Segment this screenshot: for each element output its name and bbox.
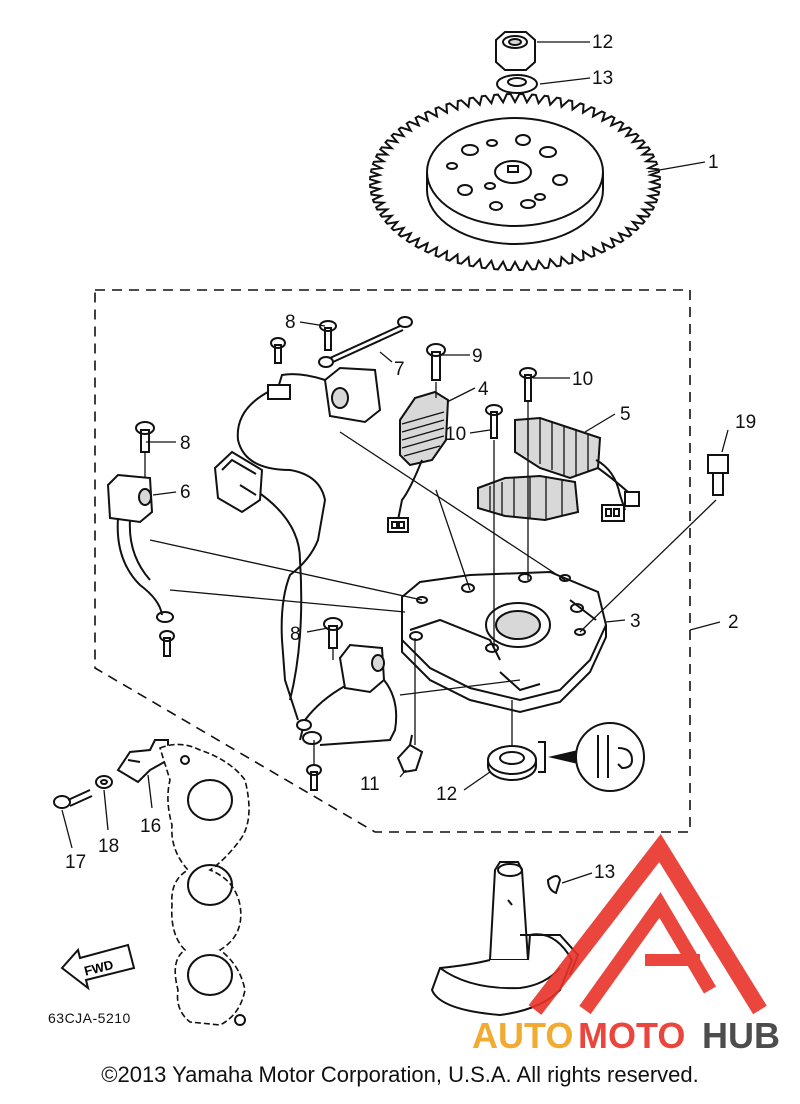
callout-7: 7 (394, 359, 405, 380)
callout-1: 1 (708, 152, 719, 173)
bolt-10-mid (485, 404, 503, 439)
callout-2: 2 (728, 612, 739, 633)
seal-detail-view (538, 722, 645, 792)
fwd-label: FWD (83, 957, 115, 979)
bolt-small-top-left (270, 337, 286, 364)
bolt-8-lower (323, 617, 343, 649)
coil-upper (267, 366, 382, 424)
callout-10-right: 10 (572, 369, 593, 390)
bolt-lower-center (306, 764, 322, 791)
copyright-footer: ©2013 Yamaha Motor Corporation, U.S.A. A… (101, 1062, 699, 1087)
callout-8-top: 8 (285, 312, 296, 333)
charge-coil (514, 416, 640, 522)
bolt-8-left (135, 421, 155, 453)
callout-4: 4 (478, 379, 489, 400)
callout-15: 13 (592, 68, 613, 89)
callout-8-lower: 8 (290, 624, 301, 645)
bolt-8-top (319, 320, 337, 351)
callout-17: 17 (65, 852, 86, 873)
callout-5: 5 (620, 404, 631, 425)
wire-clip (396, 734, 424, 774)
washer-18 (95, 775, 113, 789)
pulser-coil (387, 390, 450, 533)
bolt-lower-left (159, 630, 175, 657)
crankcase-outline (159, 743, 250, 1026)
callout-19: 19 (735, 412, 756, 433)
fwd-arrow (60, 943, 136, 991)
bolt-19 (707, 454, 729, 496)
diagram-code: 63CJA-5210 (48, 1010, 131, 1026)
watermark-moto: MOTO (578, 1015, 685, 1056)
callout-16: 16 (140, 816, 161, 837)
wiring-harness (213, 391, 327, 721)
stator-base-plate (401, 570, 608, 714)
woodruff-key (546, 875, 562, 895)
callout-6: 6 (180, 482, 191, 503)
coil-lower (296, 643, 398, 746)
watermark-auto: AUTO (472, 1015, 573, 1056)
watermark-logo: AUTO MOTO HUB (472, 833, 780, 1056)
callout-13: 13 (594, 862, 615, 883)
callout-11: 11 (360, 774, 380, 795)
cable-bracket (116, 739, 169, 784)
ignition-coil (106, 473, 174, 623)
callout-9: 9 (472, 346, 483, 367)
assembly-boundary (94, 289, 691, 833)
leader-lines (61, 41, 729, 884)
flywheel-nut (495, 31, 536, 71)
ground-lead (318, 316, 413, 368)
callout-8-left: 8 (180, 433, 191, 454)
callout-10-mid: 10 (445, 424, 466, 445)
flywheel-washer (496, 74, 538, 94)
callout-3: 3 (630, 611, 641, 632)
bolt-10-right (519, 367, 537, 402)
callouts: 12 13 1 2 3 4 5 6 7 8 8 8 9 10 10 11 12 … (48, 32, 756, 1026)
watermark-hub: HUB (702, 1015, 780, 1056)
bolt-9 (426, 343, 446, 381)
oil-seal (487, 745, 537, 781)
bolt-17 (53, 789, 93, 809)
callout-12: 12 (436, 784, 457, 805)
callout-14: 12 (592, 32, 613, 53)
flywheel (369, 92, 661, 272)
callout-18: 18 (98, 836, 119, 857)
